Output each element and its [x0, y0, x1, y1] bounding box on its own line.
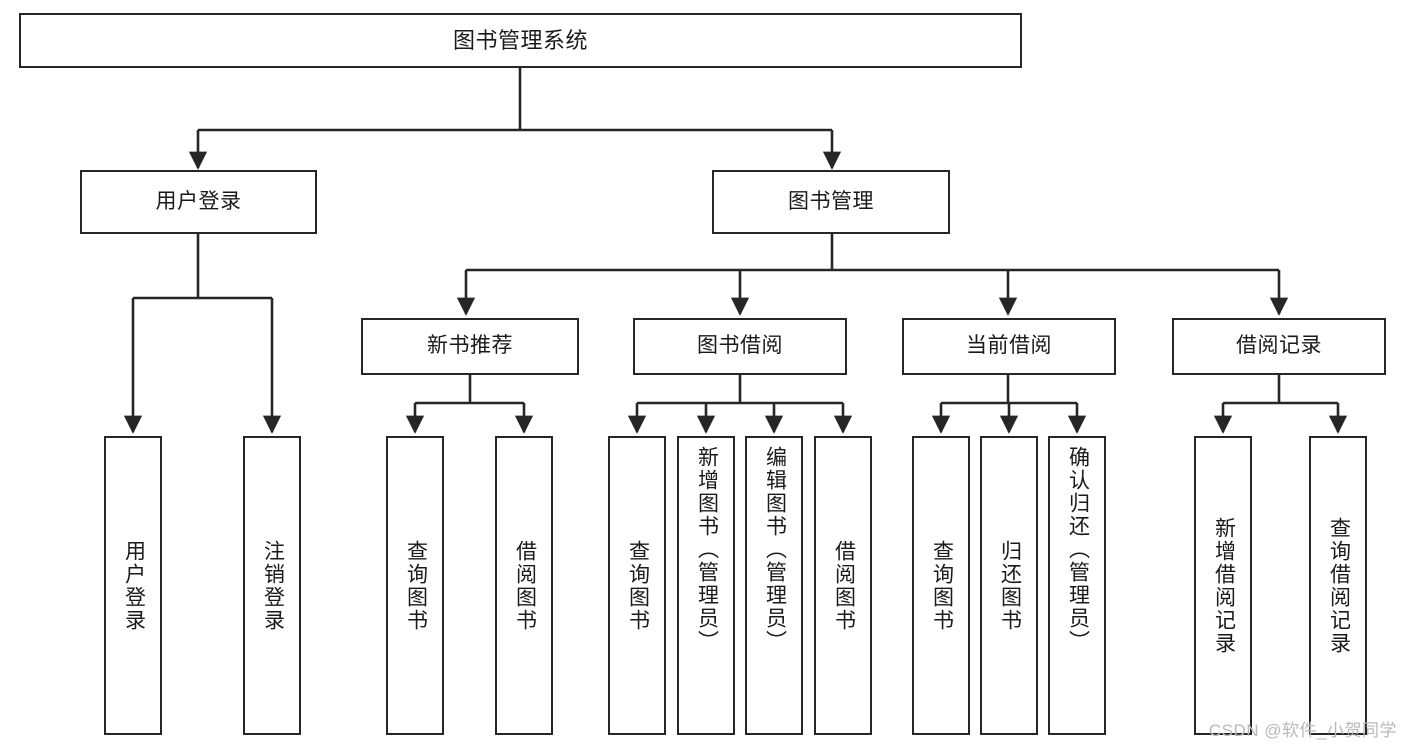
node-root[interactable]: 图书管理系统 — [19, 13, 1022, 68]
node-leaf-query-record[interactable]: 查询借阅记录 — [1309, 436, 1367, 735]
node-leaf-query-book-1[interactable]: 查询图书 — [386, 436, 444, 735]
node-leaf-query-record-label: 查询借阅记录 — [1327, 516, 1351, 655]
node-leaf-logout-label: 注销登录 — [261, 539, 285, 632]
node-book-borrow-label: 图书借阅 — [697, 334, 783, 358]
node-leaf-add-record-label: 新增借阅记录 — [1212, 516, 1236, 655]
node-user-login[interactable]: 用户登录 — [80, 170, 317, 234]
node-new-book-recommend[interactable]: 新书推荐 — [361, 318, 579, 375]
node-leaf-query-book-1-label: 查询图书 — [404, 539, 428, 632]
node-leaf-borrow-book-1-label: 借阅图书 — [513, 539, 537, 632]
node-leaf-edit-book[interactable]: 编辑图书（管理员） — [745, 436, 803, 735]
node-leaf-borrow-book-1[interactable]: 借阅图书 — [495, 436, 553, 735]
node-borrow-record[interactable]: 借阅记录 — [1172, 318, 1386, 375]
node-leaf-add-book[interactable]: 新增图书（管理员） — [677, 436, 735, 735]
node-book-manage-label: 图书管理 — [788, 189, 874, 213]
node-leaf-query-book-2-label: 查询图书 — [626, 539, 650, 632]
watermark: CSDN @软件_小贺同学 — [1208, 721, 1397, 740]
node-borrow-record-label: 借阅记录 — [1236, 334, 1322, 358]
node-current-borrow[interactable]: 当前借阅 — [902, 318, 1116, 375]
node-leaf-user-login-label: 用户登录 — [122, 539, 146, 632]
node-leaf-return-book[interactable]: 归还图书 — [980, 436, 1038, 735]
node-current-borrow-label: 当前借阅 — [966, 334, 1052, 358]
node-leaf-edit-book-label: 编辑图书（管理员） — [763, 446, 787, 653]
node-leaf-confirm-return[interactable]: 确认归还（管理员） — [1048, 436, 1106, 735]
node-leaf-user-login[interactable]: 用户登录 — [104, 436, 162, 735]
node-leaf-add-record[interactable]: 新增借阅记录 — [1194, 436, 1252, 735]
node-book-manage[interactable]: 图书管理 — [712, 170, 950, 234]
node-leaf-confirm-return-label: 确认归还（管理员） — [1066, 446, 1090, 653]
node-leaf-return-book-label: 归还图书 — [998, 539, 1022, 632]
node-leaf-borrow-book-2[interactable]: 借阅图书 — [814, 436, 872, 735]
node-new-book-recommend-label: 新书推荐 — [427, 334, 513, 358]
node-leaf-borrow-book-2-label: 借阅图书 — [832, 539, 856, 632]
node-leaf-add-book-label: 新增图书（管理员） — [695, 446, 719, 653]
node-user-login-label: 用户登录 — [155, 189, 242, 213]
node-leaf-query-book-2[interactable]: 查询图书 — [608, 436, 666, 735]
node-root-label: 图书管理系统 — [452, 27, 588, 53]
node-leaf-query-book-3[interactable]: 查询图书 — [912, 436, 970, 735]
node-book-borrow[interactable]: 图书借阅 — [633, 318, 847, 375]
node-leaf-logout[interactable]: 注销登录 — [243, 436, 301, 735]
node-leaf-query-book-3-label: 查询图书 — [930, 539, 954, 632]
